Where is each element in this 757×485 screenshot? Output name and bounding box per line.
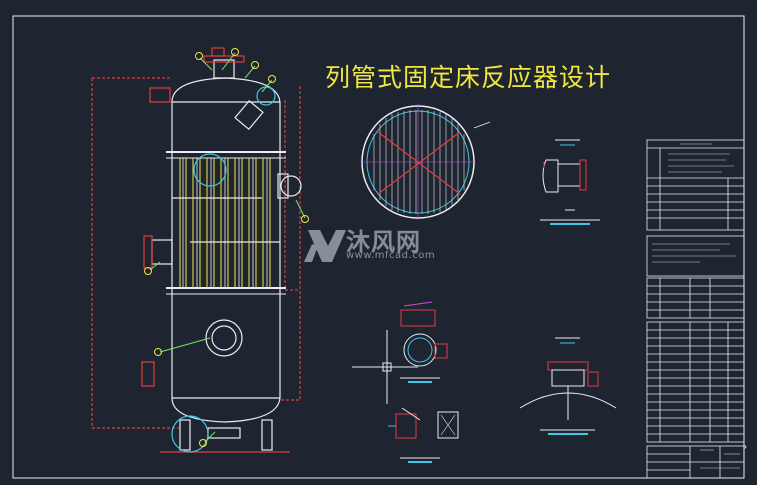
- reactor-vessel: [91, 47, 301, 453]
- detail-view-lower: [519, 337, 617, 435]
- detail-view-upper: [540, 139, 600, 225]
- table-text-marks: [652, 143, 740, 469]
- support-leg-left: [179, 419, 191, 451]
- bottom-head: [171, 397, 281, 423]
- vessel-nozzles: [141, 86, 302, 453]
- side-nozzle-left: [151, 239, 173, 265]
- tube-sheet-view: [361, 104, 491, 220]
- manhole-lower: [205, 319, 243, 357]
- top-nozzle: [213, 59, 235, 79]
- detail-view-center: [352, 301, 459, 463]
- chevron-right-icon[interactable]: ›: [743, 440, 748, 453]
- watermark-brand: 沐风网: [346, 228, 421, 256]
- support-leg-right: [261, 419, 273, 451]
- watermark-url: www.mfcad.com: [346, 250, 436, 261]
- side-nozzle-right: [280, 175, 302, 197]
- outer-dimension-frame: [91, 78, 180, 429]
- title-block-tables: [646, 139, 745, 479]
- leader-callouts: [144, 48, 309, 447]
- drawing-title: 列管式固定床反应器设计: [325, 63, 612, 92]
- watermark: 沐风网 www.mfcad.com: [302, 222, 467, 268]
- tube-bundle: [179, 158, 271, 288]
- watermark-logo: [304, 230, 346, 262]
